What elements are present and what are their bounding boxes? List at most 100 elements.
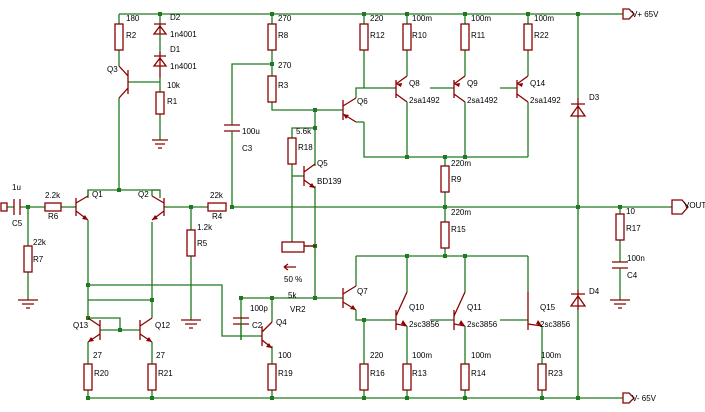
capacitor-c2: 100p C2 (233, 304, 268, 340)
d2-value: 1n4001 (170, 30, 197, 39)
r15-value: 220m (451, 208, 471, 217)
output-label: VOUT (684, 201, 705, 210)
resistor-r6: 2.2k R6 (44, 191, 62, 221)
vr2-ref: VR2 (290, 305, 306, 314)
d1-value: 1n4001 (170, 62, 197, 71)
r3-ref: R3 (278, 81, 289, 90)
r17-ref: R17 (626, 224, 641, 233)
potentiometer-vr2: 50 % 5k VR2 (281, 241, 316, 314)
r8-ref: R8 (278, 31, 289, 40)
ground-symbol (610, 299, 630, 309)
resistor-r14: 100m R14 (460, 351, 491, 391)
transistor-q1: Q1 (72, 190, 103, 222)
r1-value: 10k (167, 81, 181, 90)
c3-ref: C3 (242, 144, 253, 153)
r7-ref: R7 (33, 255, 44, 264)
q15-ref: Q15 (540, 303, 556, 312)
c5-value: 1u (12, 183, 21, 192)
capacitor-c5: 1u C5 (12, 183, 23, 228)
output-terminal: VOUT (671, 199, 705, 215)
r21-value: 27 (156, 351, 165, 360)
transistor-q7: Q7 (342, 285, 368, 321)
r14-value: 100m (471, 351, 491, 360)
r2-ref: R2 (126, 31, 137, 40)
q13-ref: Q13 (73, 321, 89, 330)
resistor-r19: 100 R19 (267, 351, 293, 391)
q14-part: 2sa1492 (530, 96, 561, 105)
resistor-r23: 100m R23 (537, 351, 563, 391)
resistor-r7: 22k R7 (23, 238, 47, 273)
r14-ref: R14 (471, 369, 486, 378)
capacitor-c4: 100n C4 (612, 254, 645, 286)
transistor-q5: Q5 BD139 (303, 159, 342, 189)
q11-part: 2sc3856 (467, 320, 498, 329)
resistor-r5: 1.2k R5 (186, 223, 213, 257)
transistor-q3: Q3 (107, 65, 129, 99)
q2-ref: Q2 (138, 190, 149, 199)
resistor-r11: 100m R11 (460, 14, 491, 51)
r7-value: 22k (33, 238, 47, 247)
r22-value: 100m (534, 14, 554, 23)
d2-ref: D2 (170, 13, 181, 22)
c5-ref: C5 (12, 219, 23, 228)
q5-part: BD139 (317, 177, 342, 186)
resistor-r2: 180 R2 (114, 14, 140, 51)
q12-ref: Q12 (155, 321, 171, 330)
q3-ref: Q3 (107, 65, 118, 74)
resistor-r9: 220m R9 (440, 159, 471, 193)
resistor-r8: 270 R8 (267, 14, 292, 51)
r4-ref: R4 (212, 212, 223, 221)
transistor-q12: Q12 (139, 317, 171, 343)
ground-symbol (181, 319, 201, 329)
ground-symbol (152, 139, 168, 149)
r15-ref: R15 (451, 225, 466, 234)
resistor-r1: 10k R1 (155, 81, 181, 115)
r16-ref: R16 (370, 369, 385, 378)
r18-ref: R18 (298, 143, 313, 152)
r6-ref: R6 (48, 212, 59, 221)
transistor-q2: Q2 (138, 189, 168, 221)
transistor-q6: Q6 (342, 87, 368, 123)
r9-value: 220m (451, 159, 471, 168)
r13-ref: R13 (412, 369, 427, 378)
r10-value: 100m (412, 14, 432, 23)
diode-d2: D2 1n4001 (152, 13, 197, 52)
diode-d1: D1 1n4001 (152, 45, 197, 78)
c2-ref: C2 (252, 321, 263, 330)
transistor-q4: Q4 (259, 318, 287, 349)
capacitor-c3: 100u C3 (224, 124, 260, 153)
r5-value: 1.2k (197, 223, 213, 232)
q8-part: 2sa1492 (409, 96, 440, 105)
q14-ref: Q14 (530, 79, 546, 88)
negative-supply-terminal: V- 65V (622, 392, 657, 404)
transistor-q15: Q15 2sc3856 (500, 292, 571, 330)
q10-ref: Q10 (409, 303, 425, 312)
transistor-q14: Q14 2sa1492 (500, 75, 561, 110)
q8-ref: Q8 (409, 79, 420, 88)
negative-rail-label: V- 65V (632, 394, 657, 403)
transistor-q10: Q10 2sc3856 (386, 291, 440, 330)
resistor-r22: 100m R22 (523, 14, 554, 51)
transistor-q8: Q8 2sa1492 (386, 75, 440, 110)
diode-d3: D3 (569, 93, 600, 118)
q5-ref: Q5 (317, 159, 328, 168)
positive-supply-terminal: V+ 65V (622, 8, 659, 20)
r22-ref: R22 (534, 31, 549, 40)
wiring (5, 13, 672, 399)
c3-value: 100u (242, 127, 260, 136)
resistor-r21: 27 R21 (147, 351, 173, 391)
r11-value: 100m (471, 14, 491, 23)
resistor-r15: 220m R15 (440, 208, 471, 249)
q1-ref: Q1 (92, 190, 103, 199)
d4-ref: D4 (589, 287, 600, 296)
r20-value: 27 (93, 351, 102, 360)
r18-value: 5.6k (296, 127, 312, 136)
r9-ref: R9 (451, 175, 462, 184)
r8-value: 270 (278, 14, 292, 23)
r6-value: 2.2k (45, 191, 61, 200)
r11-ref: R11 (471, 31, 486, 40)
r19-value: 100 (278, 351, 292, 360)
q9-ref: Q9 (467, 79, 478, 88)
resistor-r3: 270 R3 (267, 61, 292, 103)
